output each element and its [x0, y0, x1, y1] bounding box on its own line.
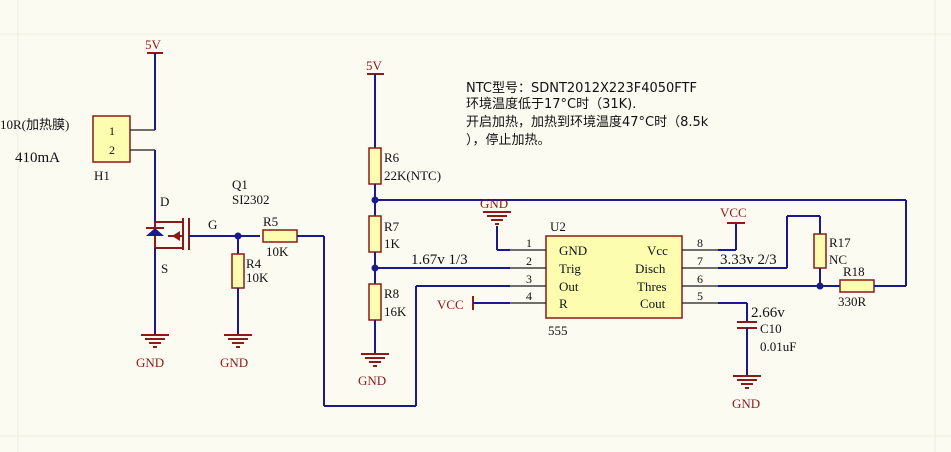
ic-pin6-name: Thres	[637, 279, 667, 294]
net-5v-heater: 5V	[145, 37, 162, 52]
ic-pin5-num: 5	[697, 289, 703, 303]
r4-value: 10K	[246, 270, 269, 285]
ic-pin7-name: Disch	[635, 261, 666, 276]
mosfet-d-label: D	[160, 194, 169, 209]
mosfet-s-label: S	[161, 261, 168, 276]
r6-value: 22K(NTC)	[384, 168, 441, 183]
r5-value: 10K	[266, 244, 289, 259]
ic-left-pins: 1 2 3 4 GND Trig Out R	[510, 236, 587, 311]
net-gnd-u2: GND	[480, 196, 508, 211]
net-vcc-pin4: VCC	[437, 297, 464, 312]
ic-pin5-name: Cout	[640, 296, 666, 311]
resistor-r4[interactable]	[231, 253, 245, 289]
r18-ref: R18	[843, 264, 865, 279]
c10-value: 0.01uF	[760, 339, 796, 354]
r7-ref: R7	[384, 219, 400, 234]
r17-ref: R17	[829, 235, 851, 250]
heater-pin1-num: 1	[109, 124, 115, 138]
annotation-thres: 3.33v 2/3	[720, 252, 777, 268]
heater-ref: H1	[94, 168, 110, 183]
r8-value: 16K	[384, 304, 407, 319]
resistor-r6-ntc[interactable]	[368, 147, 382, 185]
r18-value: 330R	[838, 294, 867, 309]
ic-pin7-num: 7	[697, 254, 703, 268]
note-line-1: NTC型号：SDNT2012X223F4050FTF	[466, 81, 697, 96]
net-gnd-r8: GND	[358, 373, 386, 388]
junction-thres	[816, 282, 824, 290]
r5-ref: R5	[263, 214, 278, 229]
heater-current: 410mA	[15, 150, 60, 166]
ic-pin3-num: 3	[526, 272, 532, 286]
net-gnd-c10: GND	[732, 396, 760, 411]
ic-ref: U2	[550, 219, 566, 234]
gnd-symbol-u2	[483, 211, 511, 225]
r4-ref: R4	[246, 256, 262, 271]
ic-pin2-num: 2	[526, 254, 532, 268]
ic-pin2-name: Trig	[559, 261, 581, 276]
ic-pin4-num: 4	[526, 289, 532, 303]
net-vcc-pin8: VCC	[720, 205, 747, 220]
net-gnd-q1: GND	[136, 355, 164, 370]
capacitor-c10[interactable]	[737, 321, 757, 329]
r8-ref: R8	[384, 286, 399, 301]
mosfet-part: SI2302	[232, 192, 270, 207]
gnd-symbol-r4	[224, 334, 252, 348]
annotation-cout: 2.66v	[751, 305, 785, 321]
resistor-r7[interactable]	[368, 215, 382, 253]
mosfet-symbol[interactable]	[146, 218, 190, 250]
ic-pin3-name: Out	[559, 279, 579, 294]
ic-pin6-num: 6	[697, 272, 703, 286]
net-5v-divider: 5V	[366, 58, 383, 73]
ic-pin1-name: GND	[559, 243, 587, 258]
resistor-r17[interactable]	[813, 233, 827, 269]
ic-pin1-num: 1	[526, 236, 532, 250]
net-gnd-r4: GND	[220, 355, 248, 370]
resistor-r8[interactable]	[368, 283, 382, 321]
mosfet-ref: Q1	[232, 177, 248, 192]
gnd-symbol-r8	[361, 353, 389, 367]
note-line-4: ），停止加热。	[466, 132, 551, 148]
ic-part: 555	[548, 323, 568, 338]
ic-right-pins: 8 7 6 5 Vcc Disch Thres Cout	[635, 236, 718, 311]
ic-pin8-num: 8	[697, 236, 703, 250]
note-line-2: 环境温度低于17°C时（31K).	[466, 96, 636, 112]
heater-pin2-num: 2	[109, 143, 115, 157]
ic-pin8-name: Vcc	[647, 243, 668, 258]
ic-u2-body[interactable]	[545, 235, 683, 319]
mosfet-g-label: G	[208, 217, 217, 232]
gnd-symbol-c10	[733, 375, 761, 389]
gnd-symbol-q1	[141, 334, 169, 348]
r17-value: NC	[829, 252, 847, 267]
heater-body[interactable]	[92, 115, 131, 163]
resistor-r5[interactable]	[262, 229, 298, 243]
note-line-3: 开启加热，加热到环境温度47°C时（8.5k	[466, 114, 709, 130]
ic-pin4-name: R	[559, 296, 568, 311]
resistor-r18[interactable]	[839, 279, 875, 293]
annotation-trig: 1.67v 1/3	[411, 252, 468, 268]
r6-ref: R6	[384, 150, 400, 165]
r7-value: 1K	[384, 236, 401, 251]
heater-label: 10R(加热膜)	[0, 117, 69, 132]
c10-ref: C10	[760, 321, 782, 336]
